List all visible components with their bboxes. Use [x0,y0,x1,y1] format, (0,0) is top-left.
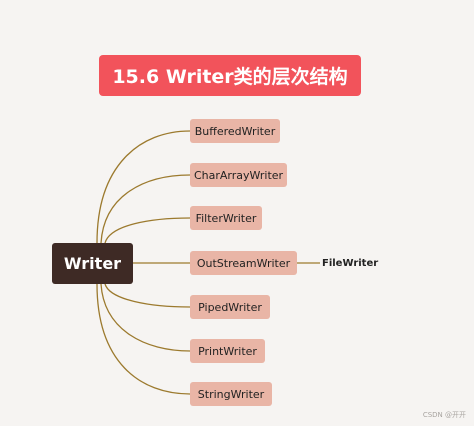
child-node-outstreamwriter: OutStreamWriter [190,251,297,275]
connector-line-stringwriter [96,283,191,395]
watermark: CSDN @开开 [422,411,466,419]
child-node-chararraywriter: CharArrayWriter [190,163,287,187]
child-node-filterwriter: FilterWriter [190,206,262,230]
diagram-title: 15.6 Writer类的层次结构 [99,55,361,96]
child-node-bufferedwriter: BufferedWriter [190,119,280,143]
leaf-node-filewriter: FileWriter [322,257,379,269]
child-node-stringwriter: StringWriter [190,382,272,406]
child-node-pipedwriter: PipedWriter [190,295,270,319]
connector-line-chararraywriter [100,174,191,244]
child-node-printwriter: PrintWriter [190,339,265,363]
connector-line-printwriter [100,283,191,352]
root-node-writer: Writer [52,243,133,284]
connector-line-pipedwriter [104,283,191,308]
connector-line-bufferedwriter [96,130,191,244]
connector-line-filterwriter [104,217,191,244]
